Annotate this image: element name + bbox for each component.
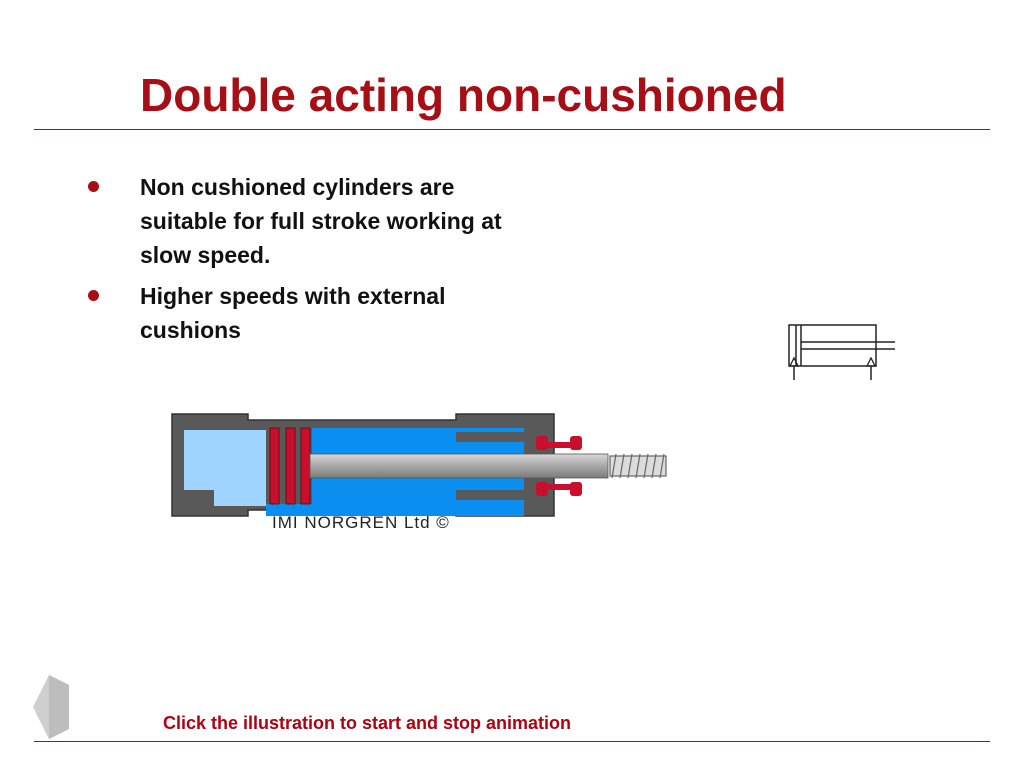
bullet-list: Non cushioned cylinders are suitable for… — [88, 170, 518, 354]
slide-title: Double acting non-cushioned — [140, 69, 787, 121]
bullet-item: Non cushioned cylinders are suitable for… — [88, 170, 518, 272]
bullet-text: Higher speeds with external cushions — [140, 283, 446, 343]
title-divider — [34, 129, 990, 130]
bullet-text: Non cushioned cylinders are suitable for… — [140, 174, 502, 268]
bullet-item: Higher speeds with external cushions — [88, 279, 518, 347]
bullet-dot-icon — [88, 290, 99, 301]
animation-hint: Click the illustration to start and stop… — [163, 713, 572, 733]
back-arrow-icon[interactable] — [33, 673, 69, 741]
bullet-dot-icon — [88, 181, 99, 192]
double-acting-cylinder-symbol-icon — [788, 324, 895, 380]
cylinder-cutaway-illustration[interactable] — [170, 410, 670, 520]
footer-divider — [34, 741, 990, 742]
illustration-credit: IMI NORGREN Ltd © — [272, 513, 450, 532]
